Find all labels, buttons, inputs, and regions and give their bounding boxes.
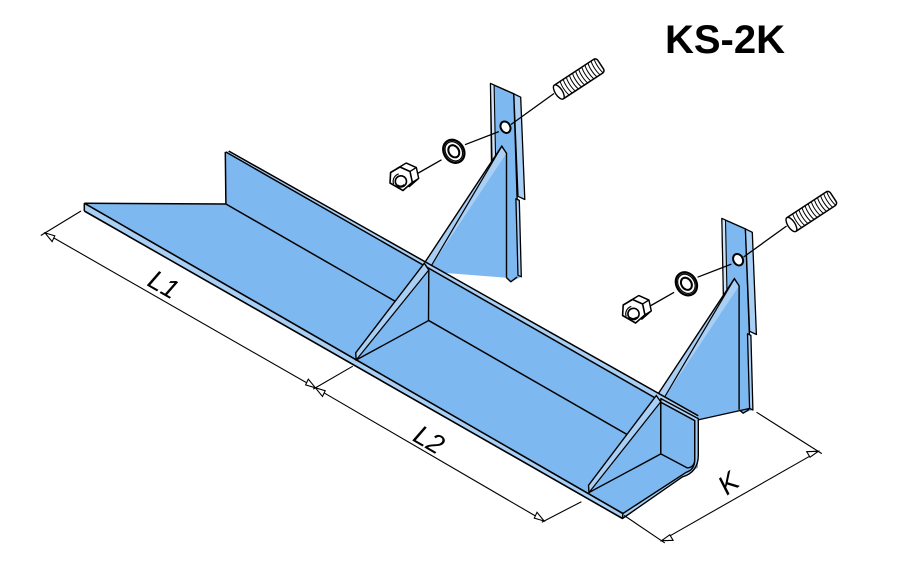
svg-text:KS-2K: KS-2K [665,18,785,62]
